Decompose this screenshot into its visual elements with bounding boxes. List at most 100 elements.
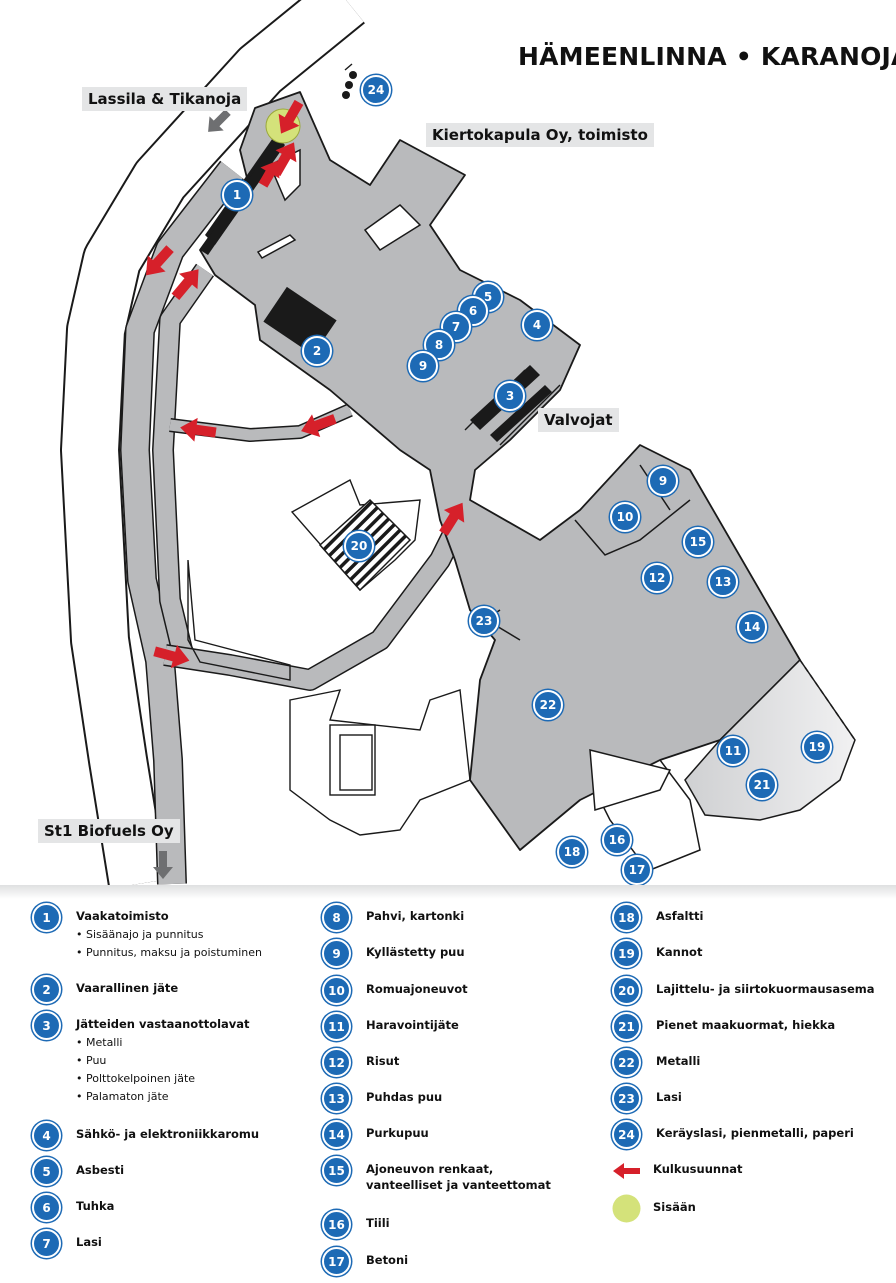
legend-label-16: Tiili bbox=[366, 1216, 390, 1230]
legend-item-18: 18 Asfaltti bbox=[612, 903, 875, 939]
legend-item-15: 15 Ajoneuvon renkaat, vanteelliset ja va… bbox=[322, 1156, 551, 1210]
legend-item-11: 11 Haravointijäte bbox=[322, 1012, 551, 1048]
map-marker-12[interactable]: 12 bbox=[642, 563, 672, 593]
direction-arrows bbox=[145, 99, 465, 669]
map-marker-16[interactable]: 16 bbox=[602, 825, 632, 855]
map-marker-21[interactable]: 21 bbox=[747, 770, 777, 800]
legend-item-3: 3 Jätteiden vastaanottolavat Metalli Puu… bbox=[32, 1011, 262, 1121]
map-marker-24[interactable]: 24 bbox=[361, 75, 391, 105]
legend-item-14: 14 Purkupuu bbox=[322, 1120, 551, 1156]
legend-label-14: Purkupuu bbox=[366, 1126, 429, 1140]
map-marker-20[interactable]: 20 bbox=[344, 531, 374, 561]
label-kiertokapula-office: Kiertokapula Oy, toimisto bbox=[426, 123, 654, 147]
legend-item-6: 6 Tuhka bbox=[32, 1193, 262, 1229]
map-marker-8[interactable]: 8 bbox=[424, 330, 454, 360]
legend-label-10: Romuajoneuvot bbox=[366, 982, 468, 996]
legend-label-6: Tuhka bbox=[76, 1199, 115, 1213]
map-marker-9a[interactable]: 9 bbox=[408, 351, 438, 381]
legend-label-arrows: Kulkusuunnat bbox=[653, 1162, 743, 1176]
legend-column-3: 18 Asfaltti 19 Kannot 20 Lajittelu- ja s… bbox=[612, 903, 875, 1230]
legend-label-8: Pahvi, kartonki bbox=[366, 909, 465, 923]
map-title: HÄMEENLINNA • KARANOJA bbox=[518, 42, 896, 71]
map-marker-15[interactable]: 15 bbox=[683, 527, 713, 557]
legend-badge-17: 17 bbox=[322, 1247, 351, 1276]
legend-separator bbox=[0, 885, 896, 899]
map-marker-11[interactable]: 11 bbox=[718, 736, 748, 766]
legend-badge-1: 1 bbox=[32, 903, 61, 932]
legend-item-13: 13 Puhdas puu bbox=[322, 1084, 551, 1120]
legend-badge-16: 16 bbox=[322, 1210, 351, 1239]
legend-item-20: 20 Lajittelu- ja siirtokuormausasema bbox=[612, 976, 875, 1012]
islands bbox=[256, 148, 672, 811]
map-marker-22[interactable]: 22 bbox=[533, 690, 563, 720]
map-marker-14[interactable]: 14 bbox=[737, 612, 767, 642]
legend-sub-3c: Polttokelpoinen jäte bbox=[76, 1070, 250, 1088]
map-marker-13[interactable]: 13 bbox=[708, 567, 738, 597]
legend-item-17: 17 Betoni bbox=[322, 1247, 551, 1283]
legend-badge-3: 3 bbox=[32, 1011, 61, 1040]
legend-label-21: Pienet maakuormat, hiekka bbox=[656, 1018, 836, 1032]
legend-item-5: 5 Asbesti bbox=[32, 1157, 262, 1193]
soil-area bbox=[684, 658, 856, 821]
legend-badge-6: 6 bbox=[32, 1193, 61, 1222]
map-marker-23[interactable]: 23 bbox=[469, 606, 499, 636]
containers-24 bbox=[342, 71, 357, 99]
legend-badge-8: 8 bbox=[322, 903, 351, 932]
map-marker-10[interactable]: 10 bbox=[610, 502, 640, 532]
legend-item-22: 22 Metalli bbox=[612, 1048, 875, 1084]
legend-item-23: 23 Lasi bbox=[612, 1084, 875, 1120]
legend-label-18: Asfaltti bbox=[656, 909, 704, 923]
legend-label-11: Haravointijäte bbox=[366, 1018, 459, 1032]
legend-badge-14: 14 bbox=[322, 1120, 351, 1149]
legend-label-9: Kyllästetty puu bbox=[366, 945, 465, 959]
main-yard bbox=[199, 91, 801, 851]
map-marker-18[interactable]: 18 bbox=[557, 837, 587, 867]
map-marker-7[interactable]: 7 bbox=[441, 312, 471, 342]
map-marker-2[interactable]: 2 bbox=[302, 336, 332, 366]
legend-badge-22: 22 bbox=[612, 1048, 641, 1077]
legend-item-12: 12 Risut bbox=[322, 1048, 551, 1084]
map-marker-9b[interactable]: 9 bbox=[648, 466, 678, 496]
label-lassila-tikanoja: Lassila & Tikanoja bbox=[82, 87, 248, 111]
legend-sub-1b: Punnitus, maksu ja poistuminen bbox=[76, 944, 262, 962]
map-marker-1[interactable]: 1 bbox=[222, 180, 252, 210]
green-circle-icon bbox=[612, 1194, 641, 1223]
legend-badge-15: 15 bbox=[322, 1156, 351, 1185]
legend-item-entrance: Sisään bbox=[612, 1194, 875, 1230]
map-marker-19[interactable]: 19 bbox=[802, 732, 832, 762]
map-marker-4[interactable]: 4 bbox=[522, 310, 552, 340]
legend-item-19: 19 Kannot bbox=[612, 939, 875, 976]
legend-label-13: Puhdas puu bbox=[366, 1090, 443, 1104]
red-arrow-icon bbox=[612, 1156, 641, 1185]
legend-label-entrance: Sisään bbox=[653, 1200, 696, 1214]
legend-badge-18: 18 bbox=[612, 903, 641, 932]
legend-label-17: Betoni bbox=[366, 1253, 409, 1267]
legend-label-20: Lajittelu- ja siirtokuormausasema bbox=[656, 982, 875, 996]
legend-badge-7: 7 bbox=[32, 1229, 61, 1258]
legend-badge-9: 9 bbox=[322, 939, 351, 968]
label-valvojat: Valvojat bbox=[538, 408, 619, 432]
legend-item-1: 1 Vaakatoimisto Sisäänajo ja punnitus Pu… bbox=[32, 903, 262, 975]
legend-badge-12: 12 bbox=[322, 1048, 351, 1077]
legend-badge-11: 11 bbox=[322, 1012, 351, 1041]
legend-item-10: 10 Romuajoneuvot bbox=[322, 976, 551, 1012]
legend-badge-4: 4 bbox=[32, 1121, 61, 1150]
legend-label-7: Lasi bbox=[76, 1235, 102, 1249]
legend-column-1: 1 Vaakatoimisto Sisäänajo ja punnitus Pu… bbox=[32, 903, 262, 1265]
lower-plots bbox=[187, 479, 471, 836]
legend-badge-21: 21 bbox=[612, 1012, 641, 1041]
legend-badge-19: 19 bbox=[612, 939, 641, 968]
map-marker-3[interactable]: 3 bbox=[495, 381, 525, 411]
legend-sub-3d: Palamaton jäte bbox=[76, 1088, 250, 1106]
legend-badge-23: 23 bbox=[612, 1084, 641, 1113]
legend-item-21: 21 Pienet maakuormat, hiekka bbox=[612, 1012, 875, 1048]
label-st1-biofuels: St1 Biofuels Oy bbox=[38, 819, 180, 843]
legend-label-2: Vaarallinen jäte bbox=[76, 981, 179, 995]
map-marker-17[interactable]: 17 bbox=[622, 855, 652, 885]
legend-label-5: Asbesti bbox=[76, 1163, 125, 1177]
legend-item-4: 4 Sähkö- ja elektroniikkaromu bbox=[32, 1121, 262, 1157]
legend-label-24: Keräyslasi, pienmetalli, paperi bbox=[656, 1126, 854, 1140]
legend-sub-1a: Sisäänajo ja punnitus bbox=[76, 926, 262, 944]
legend-badge-20: 20 bbox=[612, 976, 641, 1005]
legend-badge-2: 2 bbox=[32, 975, 61, 1004]
